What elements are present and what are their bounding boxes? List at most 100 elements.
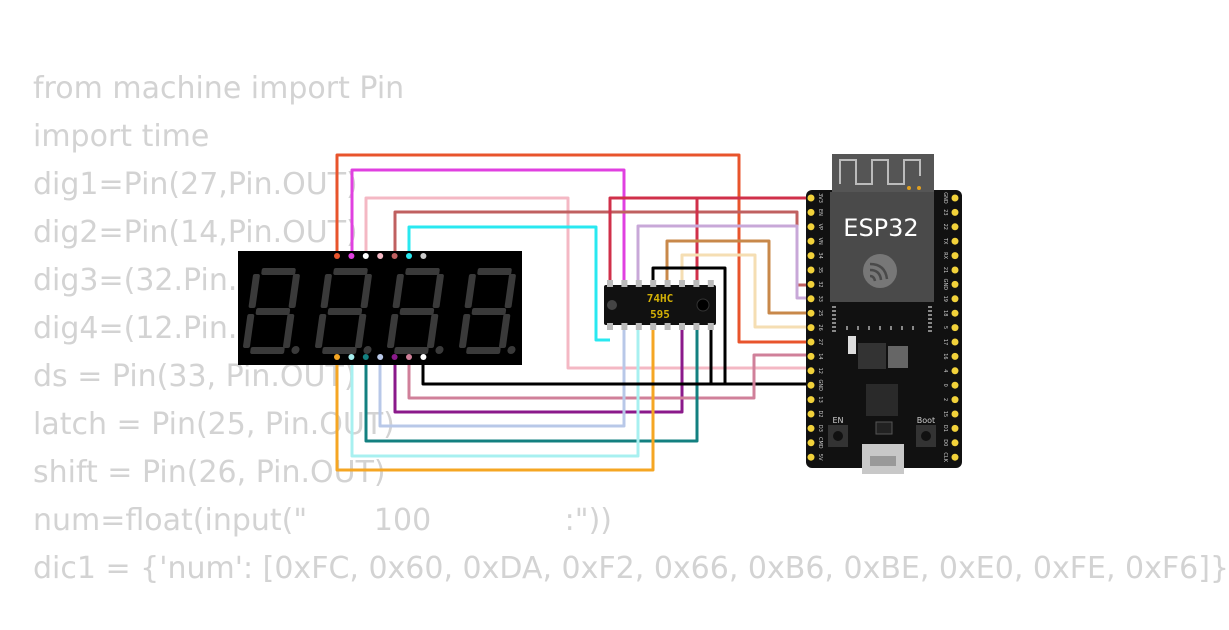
pin-label: 25 [817, 310, 823, 316]
pin-label: CLK [942, 452, 948, 462]
board-pin-left [807, 352, 815, 360]
pin-label: 5V [817, 454, 823, 461]
chip-pin [679, 280, 685, 287]
board-pin-left [807, 237, 815, 245]
wire-pale-cyan [350, 321, 640, 458]
pin-label: 12 [817, 368, 823, 374]
wire-cyan [407, 225, 610, 342]
board-pin-right [951, 381, 959, 389]
pin-label: D0 [942, 439, 948, 446]
board-pin-right [951, 396, 959, 404]
seven-segment-display [238, 251, 522, 365]
wire-purple [393, 321, 684, 414]
display-pin [377, 253, 384, 259]
board-pin-right [951, 223, 959, 231]
display-pin [391, 253, 398, 259]
chip-pin [693, 323, 700, 330]
board-pin-left [807, 280, 815, 288]
wire-teal [364, 321, 699, 443]
pin-label: 2 [942, 398, 948, 401]
board-pin-left [807, 338, 815, 346]
pin-label: 15 [942, 411, 948, 417]
display-pin [406, 253, 412, 259]
pin-label: 3V3 [817, 193, 823, 203]
chip-pin [693, 280, 700, 287]
display-pin [377, 354, 384, 360]
wire-lavender [636, 224, 811, 300]
pin-label: 17 [942, 339, 948, 345]
wire-tan [665, 239, 811, 315]
pin-label: 18 [942, 310, 948, 316]
board-pin-left [807, 381, 815, 389]
board-pin-left [807, 223, 815, 231]
pin-label: 0 [942, 384, 948, 387]
board-pin-left [807, 252, 815, 260]
pin-label: 34 [817, 252, 823, 258]
chip-pin [607, 280, 613, 287]
code-line: dig2=Pin(14,Pin.OUT) [33, 215, 358, 250]
display-digit [243, 268, 300, 354]
chip-pin [650, 280, 657, 287]
pin-label: GND [817, 379, 823, 391]
pin-label: 26 [817, 324, 823, 330]
pin-label: 33 [817, 296, 823, 302]
chip-pin [621, 323, 628, 330]
pin-label: EN [817, 209, 823, 216]
chip-pin [707, 280, 714, 287]
pin-label: D3 [817, 425, 823, 432]
pin-label: 16 [942, 353, 948, 359]
board-pin-right [951, 295, 959, 303]
wire-amber [335, 321, 655, 472]
pin-label: 32 [817, 281, 823, 287]
board-pin-left [807, 295, 815, 303]
pin-label: D2 [817, 410, 823, 417]
wire-cream [680, 253, 811, 329]
pin-label: 21 [942, 267, 948, 273]
code-line: num=float(input(" 100 :")) [33, 503, 612, 538]
code-line: dic1 = {'num': [0xFC, 0x60, 0xDA, 0xF2, … [33, 551, 1229, 586]
wire-brown-red [393, 210, 811, 287]
boot-button-label: Boot [917, 416, 935, 425]
board-pin-left [807, 424, 815, 432]
pin-label: 5 [942, 326, 948, 329]
chip-pin [707, 323, 714, 330]
board-pin-right [951, 208, 959, 216]
board-pin-right [951, 439, 959, 447]
pin-label: TX [942, 237, 948, 245]
board-pin-right [951, 352, 959, 360]
chip-pin [635, 323, 642, 330]
pin-label: VN [817, 238, 823, 245]
pin-label: 4 [942, 369, 948, 372]
wire-mauve [407, 353, 811, 400]
board-pin-left [807, 410, 815, 418]
board-pin-left [807, 396, 815, 404]
circuit-diagram: 74HC 595 ESP32 EN Boot 3V3ENVPVN34353233… [238, 153, 962, 474]
display-pin [391, 354, 398, 360]
wire-orange-red [335, 153, 811, 344]
wire-light-blue [378, 321, 626, 428]
chip-label-line1: 74HC [647, 292, 674, 305]
pin-label: GND [942, 279, 948, 291]
pin-label: 19 [942, 296, 948, 302]
wire-crimson [608, 196, 811, 289]
chip-pin [607, 323, 613, 330]
chip-pin [679, 323, 685, 330]
board-pin-left [807, 208, 815, 216]
board-pin-left [807, 453, 815, 461]
board-label: ESP32 [843, 214, 918, 242]
shift-register-chip: 74HC 595 [604, 280, 716, 330]
board-pin-left [807, 266, 815, 274]
pin-label: 13 [817, 396, 823, 402]
chip-pin [635, 280, 642, 287]
pin-label: 27 [817, 339, 823, 345]
board-pin-left [807, 324, 815, 332]
pin-label: VP [817, 224, 823, 230]
wire-magenta [350, 168, 626, 289]
pin-label: 14 [817, 353, 823, 359]
board-pin-right [951, 367, 959, 375]
display-pin [362, 354, 369, 360]
board-pin-right [951, 194, 959, 202]
espressif-logo [863, 254, 897, 288]
display-digit [315, 268, 372, 354]
board-pin-right [951, 424, 959, 432]
